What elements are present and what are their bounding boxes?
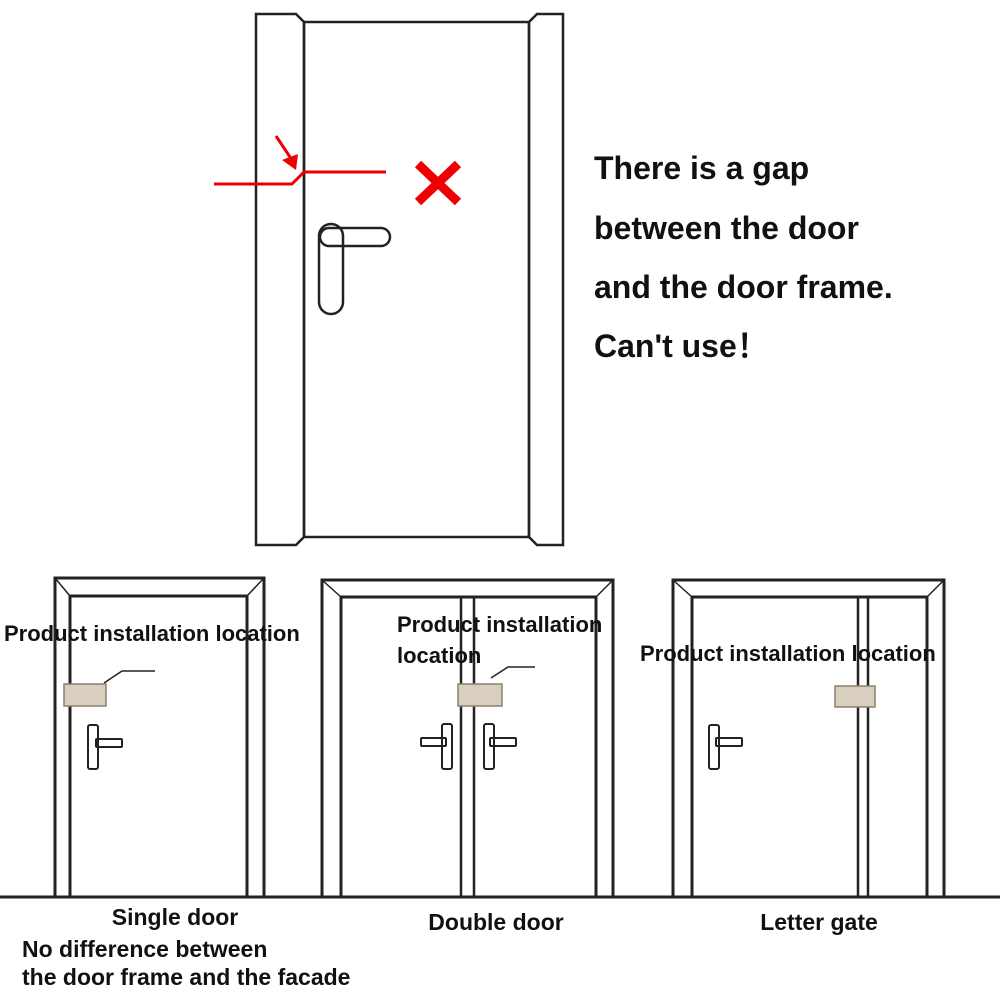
- red-cross-icon: [414, 160, 462, 206]
- right-door-frame: [527, 12, 565, 547]
- double-door-lock-device: [457, 683, 503, 707]
- single-door-caption: Single door: [111, 904, 239, 930]
- warning-line-3: and the door frame.: [594, 269, 893, 305]
- gap-red-line: [214, 170, 386, 186]
- letter-gate-illustration: [671, 578, 946, 897]
- single-door-lock-device: [63, 683, 107, 707]
- gap-arrow-head: [282, 154, 298, 170]
- gap-door-illustration: [254, 12, 565, 547]
- double-door-left-handle: [420, 723, 453, 770]
- letter-gate-caption: Letter gate: [760, 909, 878, 935]
- left-door-frame: [254, 12, 306, 547]
- double-door-illustration: [320, 578, 615, 897]
- single-door-note-line-2: the door frame and the facade: [22, 964, 351, 990]
- single-door-handle: [87, 724, 123, 770]
- warning-line-2: between the door: [594, 210, 859, 246]
- gap-arrow-shaft: [274, 135, 294, 161]
- letter-gate-handle: [708, 724, 743, 770]
- double-door-right-handle: [483, 723, 517, 770]
- double-door-pointer: [490, 666, 535, 679]
- single-door-install-label: Product installation location: [4, 621, 300, 646]
- gap-indicator: [214, 135, 462, 206]
- single-door-pointer: [103, 670, 155, 684]
- door-handle-plate: [317, 222, 345, 316]
- double-door-caption: Double door: [428, 909, 564, 935]
- warning-line-1: There is a gap: [594, 150, 810, 186]
- single-door-note-line-1: No difference between: [22, 936, 268, 962]
- double-door-install-label-line-2: location: [397, 643, 482, 668]
- double-door-install-label-line-1: Product installation: [397, 612, 603, 637]
- door-leaf: [302, 20, 531, 539]
- single-door-illustration: [53, 576, 266, 897]
- letter-gate-lock-device: [834, 685, 876, 708]
- door-handle-lever: [318, 226, 392, 248]
- letter-gate-install-label: Product installation location: [640, 641, 936, 666]
- warning-line-4: Can't use！: [594, 328, 769, 364]
